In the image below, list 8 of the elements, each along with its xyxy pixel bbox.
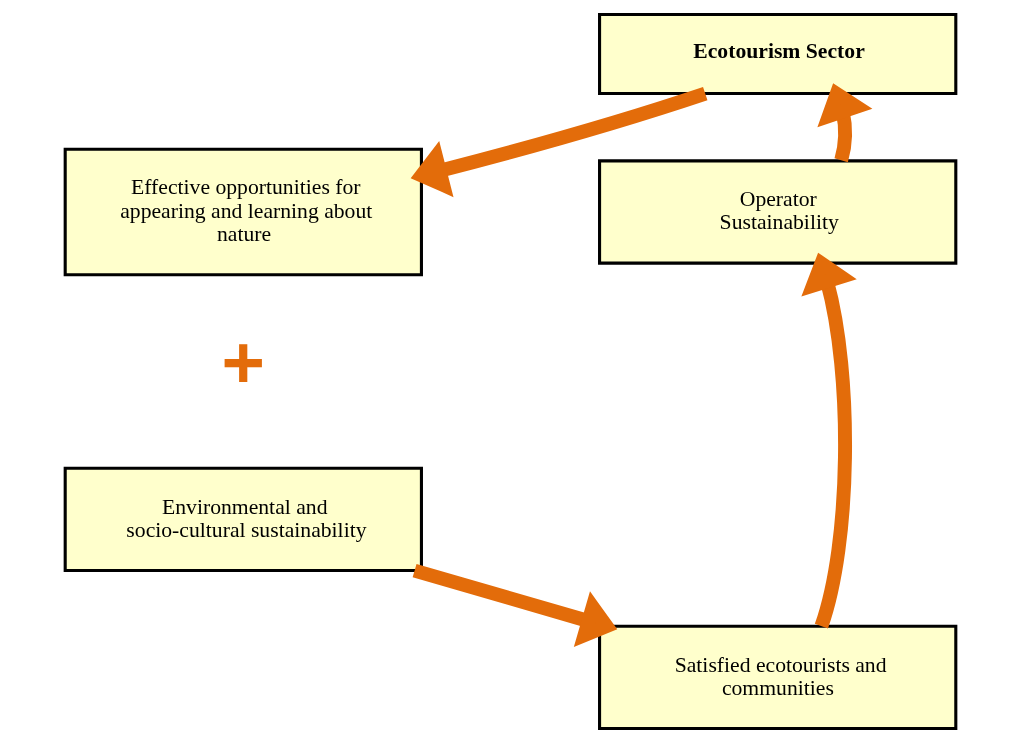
arrow	[800, 252, 857, 629]
node-box: Ecotourism Sector	[597, 12, 957, 96]
label: +	[221, 321, 265, 405]
node-box: Environmental and socio-cultural sustainability	[63, 466, 423, 573]
node-box: Effective opportunities for appearing and learning about nature	[63, 147, 423, 277]
node-box: Operator Sustainability	[597, 159, 957, 265]
node-box: Satisfied ecotourists and communities	[597, 624, 957, 731]
arrow	[412, 563, 617, 647]
